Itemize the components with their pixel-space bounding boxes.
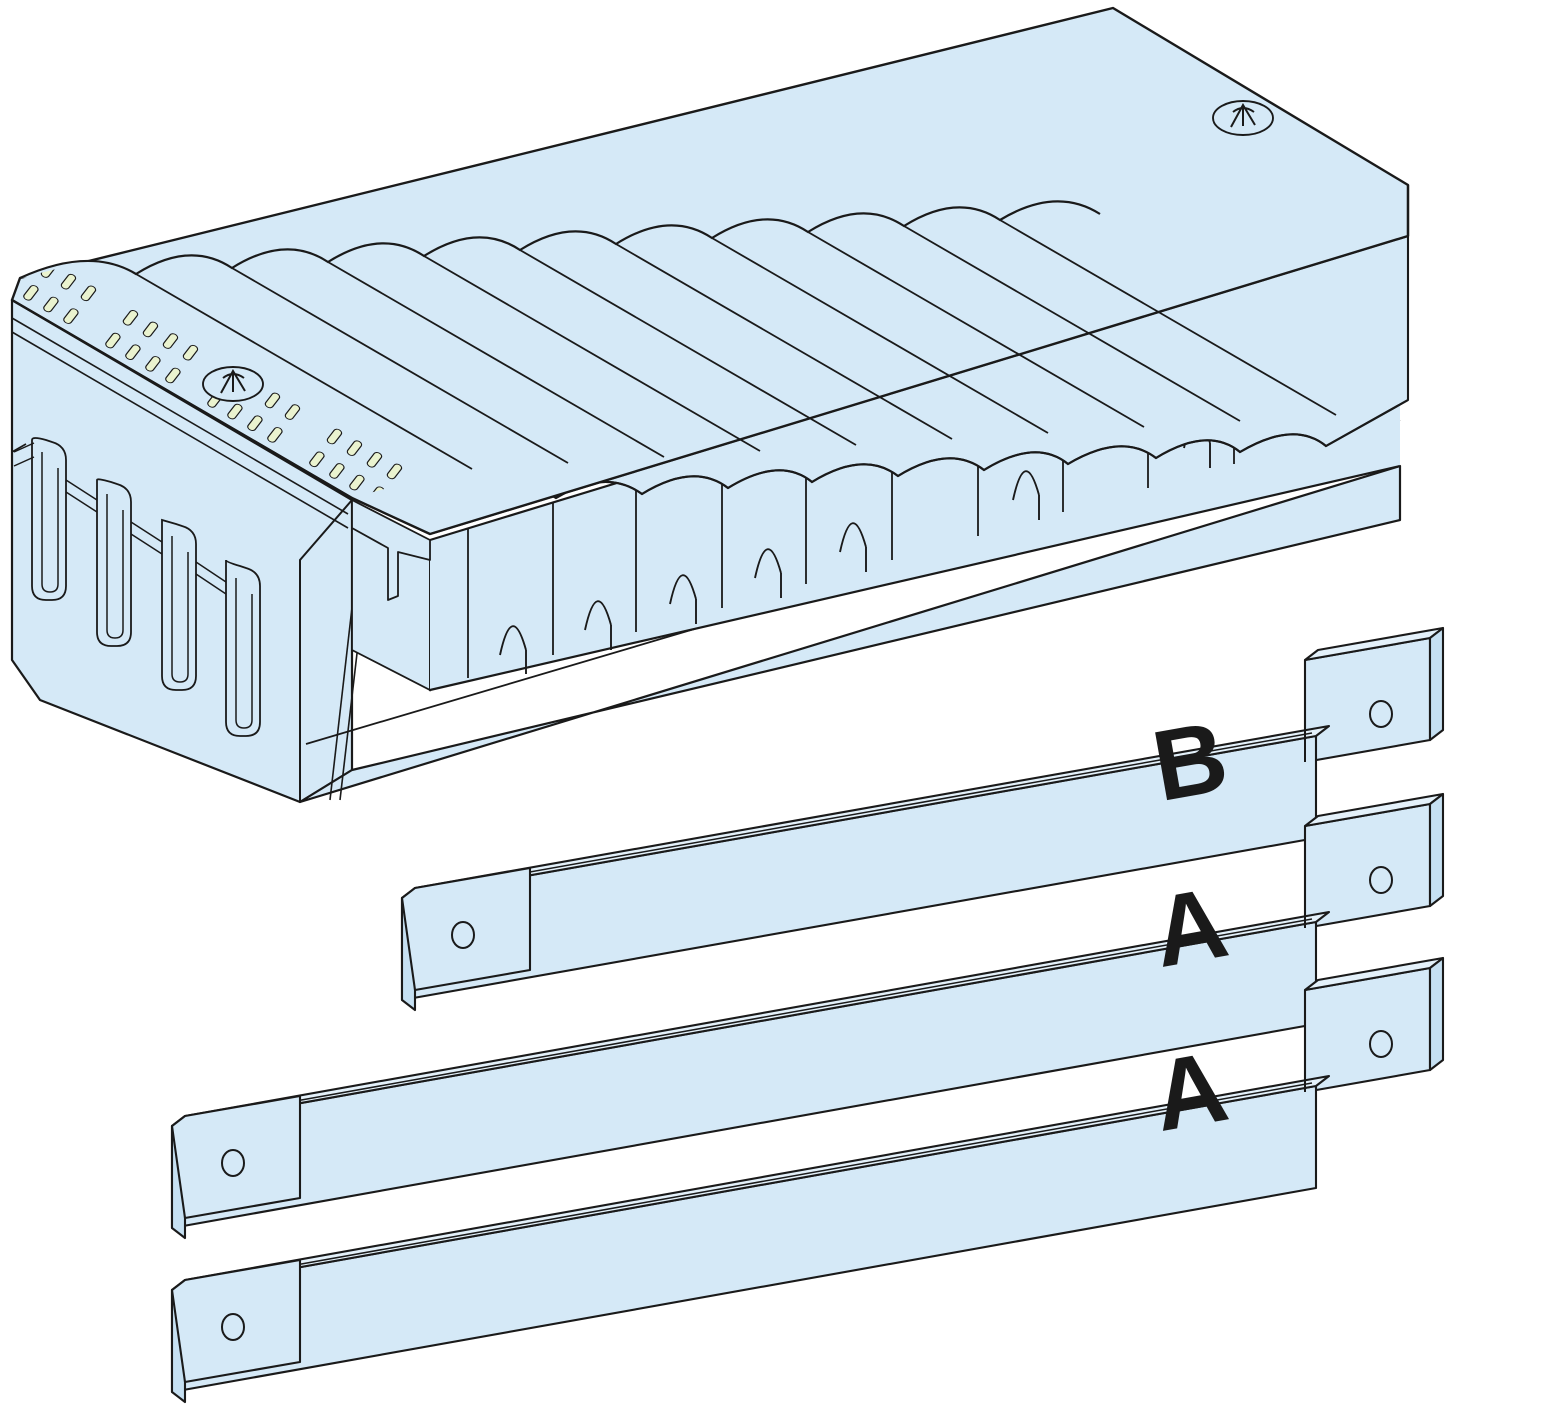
cable-slot xyxy=(31,437,67,601)
cable-slot xyxy=(225,559,261,737)
mounting-rail-a-lower: A xyxy=(170,956,1445,1404)
cable-slot xyxy=(96,478,132,647)
quarter-turn-screw-icon xyxy=(202,366,264,402)
fixing-hole xyxy=(1369,1030,1393,1058)
fixing-hole xyxy=(221,1149,245,1177)
fixing-hole xyxy=(451,921,475,949)
quarter-turn-screw-icon xyxy=(1212,100,1274,136)
mounting-rail-b: B xyxy=(400,626,1445,1012)
cable-slot xyxy=(161,518,197,691)
cable-slot-group xyxy=(13,437,261,737)
left-side-face xyxy=(10,298,354,804)
mounting-rail-a-upper: A xyxy=(170,792,1445,1240)
fixing-hole xyxy=(221,1313,245,1341)
fixing-hole xyxy=(1369,700,1393,728)
perforated-enclosure-body xyxy=(10,6,1410,804)
fixing-hole xyxy=(1369,866,1393,894)
